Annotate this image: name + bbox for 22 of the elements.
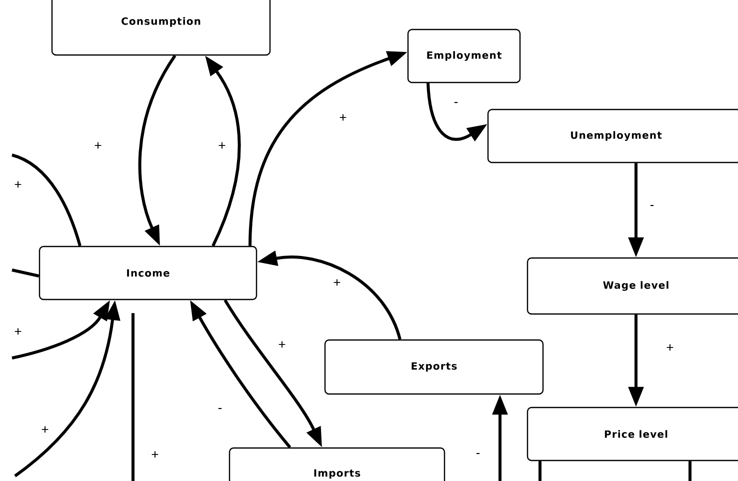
edge-label: - xyxy=(474,452,482,458)
edge-label: - xyxy=(452,101,460,107)
process-box: Employment xyxy=(407,28,521,84)
process-box: Income xyxy=(38,246,258,300)
edge-label: + xyxy=(13,327,23,337)
edge-label: - xyxy=(648,204,656,210)
edge-label: + xyxy=(93,141,103,151)
edge-label: - xyxy=(216,407,224,413)
process-box: Unemployment xyxy=(487,108,738,164)
process-box: Wage level xyxy=(526,257,738,315)
edge-label: + xyxy=(13,180,23,190)
edge-label: + xyxy=(338,113,348,123)
edge-label: + xyxy=(150,450,160,460)
edge-label: + xyxy=(332,278,342,288)
process-box: Price level xyxy=(526,406,738,462)
process-box: Imports xyxy=(228,447,446,481)
edge-label: + xyxy=(217,141,227,151)
edge-label: + xyxy=(665,343,675,353)
process-box: Consumption xyxy=(51,0,271,56)
edge-label: + xyxy=(40,425,50,435)
edge-label: + xyxy=(277,340,287,350)
process-box: Exports xyxy=(324,339,544,395)
